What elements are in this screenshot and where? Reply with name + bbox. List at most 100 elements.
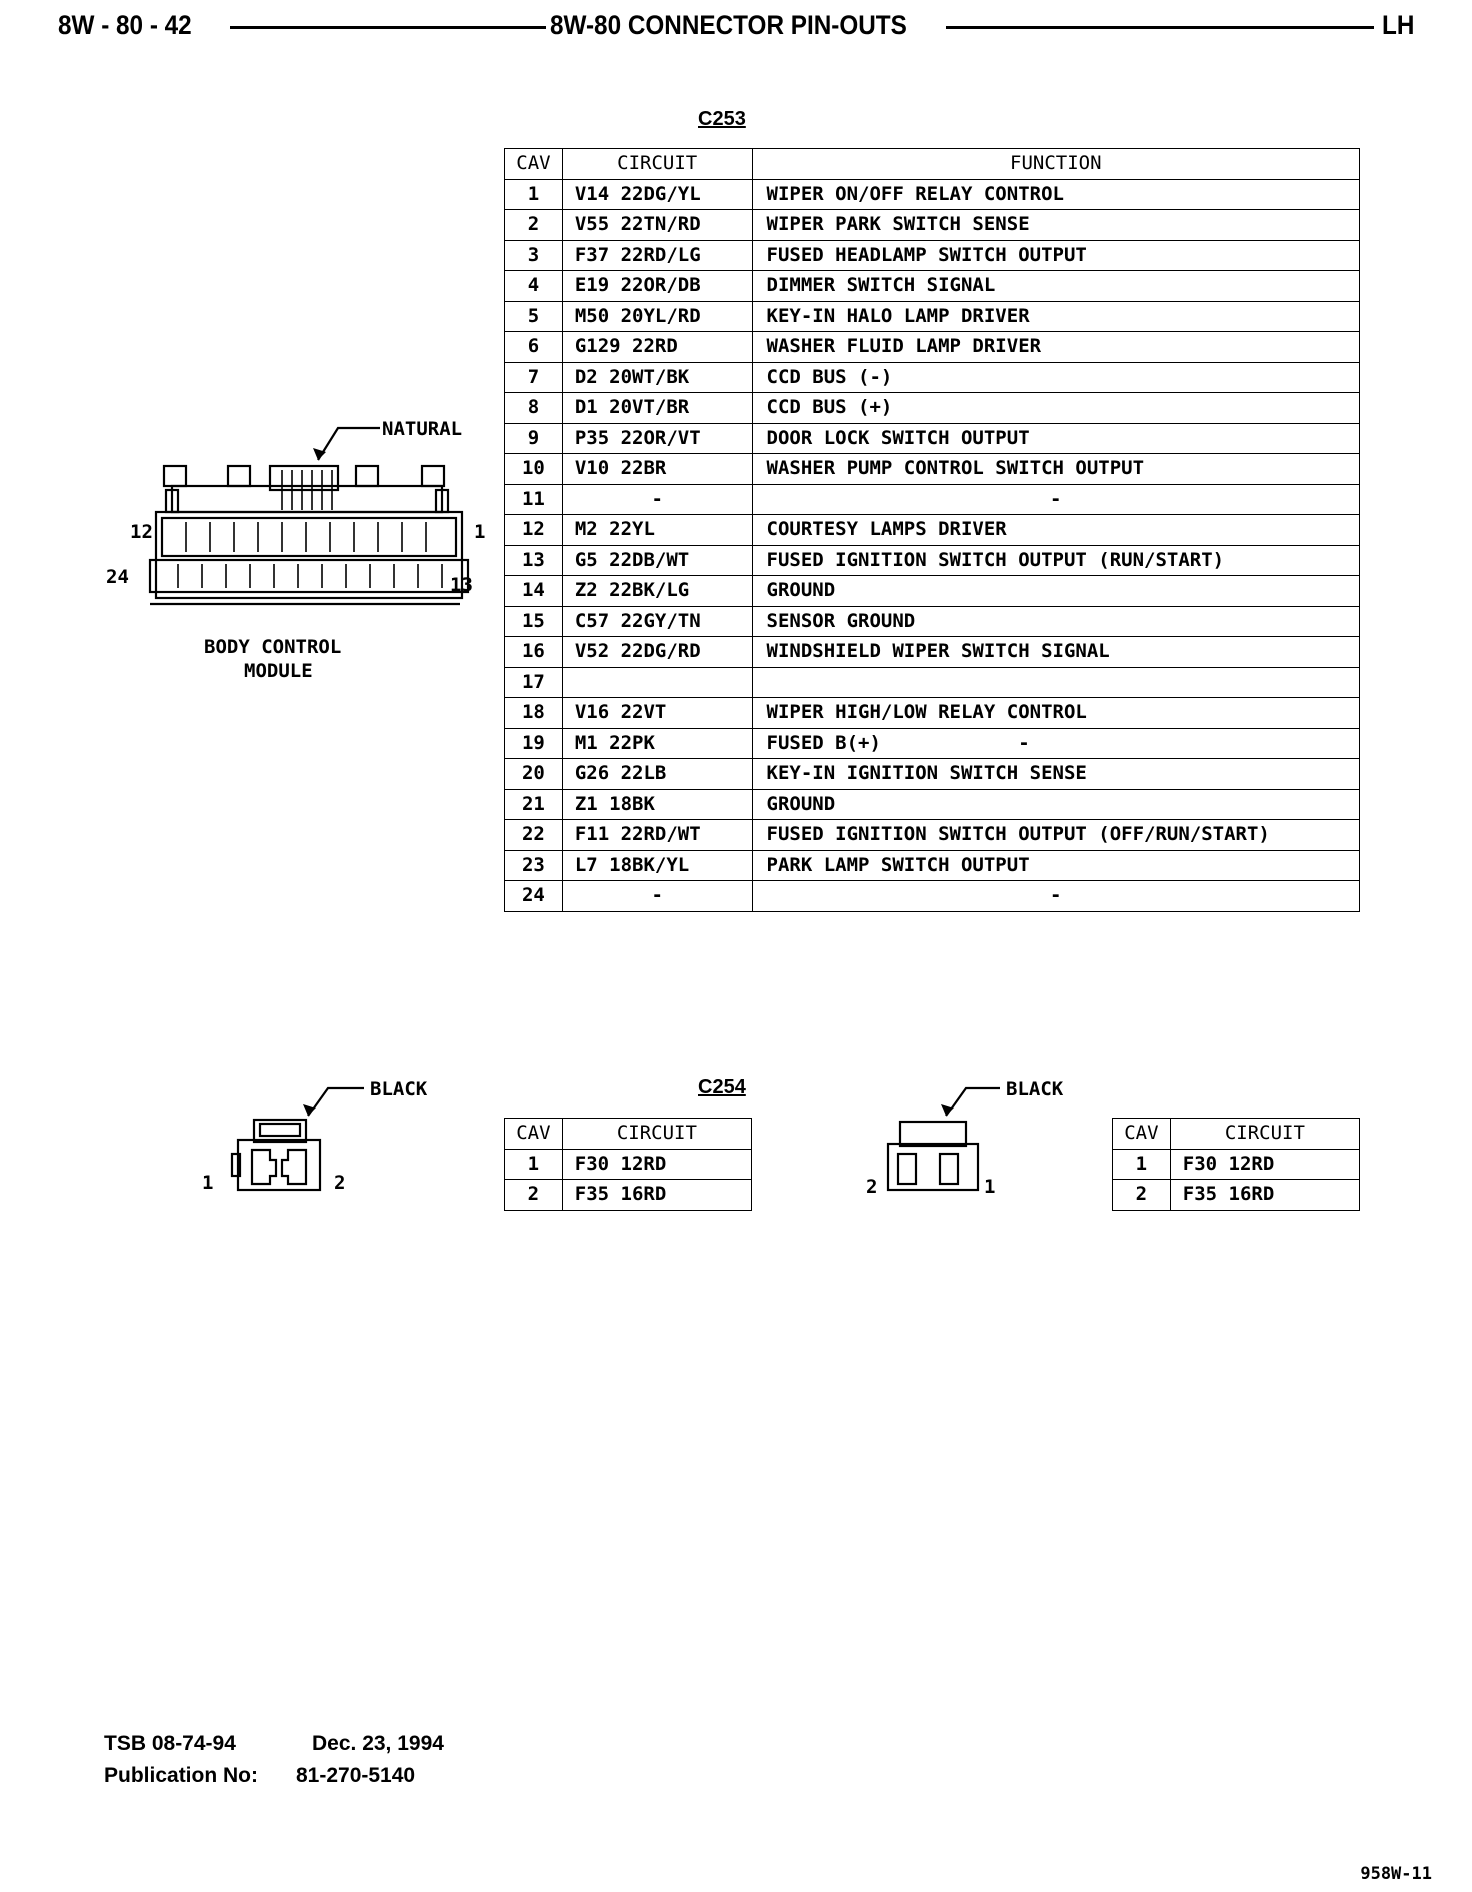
cav-cell: 24 — [504, 880, 563, 912]
function-cell: DOOR LOCK SWITCH OUTPUT — [751, 422, 1361, 454]
function-cell: FUSED IGNITION SWITCH OUTPUT (OFF/RUN/ST… — [751, 819, 1361, 851]
function-cell: COURTESY LAMPS DRIVER — [751, 514, 1361, 546]
natural-color-label: NATURAL — [382, 418, 463, 440]
cav-cell: 20 — [504, 758, 563, 790]
cav-cell: 6 — [504, 331, 563, 363]
col-header-cav: CAV — [1112, 1118, 1171, 1150]
function-cell: - — [751, 880, 1361, 912]
c254-left-pin-1-label: 1 — [202, 1172, 214, 1194]
cav-cell: 19 — [504, 727, 563, 759]
function-cell: KEY-IN IGNITION SWITCH SENSE — [751, 758, 1361, 790]
cav-cell: 1 — [1112, 1148, 1171, 1180]
table-row: 24-- — [504, 880, 1361, 912]
circuit-cell: M2 22YL — [561, 514, 753, 546]
circuit-cell: F30 12RD — [561, 1148, 753, 1180]
cav-cell: 9 — [504, 422, 563, 454]
cav-cell: 22 — [504, 819, 563, 851]
circuit-cell: V16 22VT — [561, 697, 753, 729]
circuit-cell: Z1 18BK — [561, 788, 753, 820]
header-rule-right — [946, 26, 1374, 29]
tsb-number: TSB 08-74-94 — [104, 1732, 236, 1755]
circuit-cell: D2 20WT/BK — [561, 361, 753, 393]
circuit-cell: V55 22TN/RD — [561, 209, 753, 241]
header-section-number: 8W - 80 - 42 — [58, 10, 192, 40]
cav-cell: 12 — [504, 514, 563, 546]
function-cell: FUSED B(+) - — [751, 727, 1361, 759]
c254-right-color-label: BLACK — [1006, 1078, 1064, 1100]
cav-cell: 3 — [504, 239, 563, 271]
circuit-cell: G5 22DB/WT — [561, 544, 753, 576]
cav-cell: 2 — [504, 209, 563, 241]
header-side: LH — [1382, 10, 1415, 40]
header-rule-left — [230, 26, 546, 29]
cav-cell: 1 — [504, 178, 563, 210]
cav-cell: 4 — [504, 270, 563, 302]
circuit-cell: G129 22RD — [561, 331, 753, 363]
c254-left-color-label: BLACK — [370, 1078, 428, 1100]
cav-cell: 10 — [504, 453, 563, 485]
function-cell: CCD BUS (+) — [751, 392, 1361, 424]
cav-cell: 7 — [504, 361, 563, 393]
circuit-cell: F35 16RD — [1169, 1179, 1361, 1211]
header-title: 8W-80 CONNECTOR PIN-OUTS — [550, 10, 907, 40]
circuit-cell: L7 18BK/YL — [561, 849, 753, 881]
c254-right-pin-1-label: 1 — [984, 1176, 996, 1198]
cav-cell: 21 — [504, 788, 563, 820]
function-cell: SENSOR GROUND — [751, 605, 1361, 637]
cav-cell: 16 — [504, 636, 563, 668]
function-cell: WINDSHIELD WIPER SWITCH SIGNAL — [751, 636, 1361, 668]
bcm-pin-12-label: 12 — [130, 521, 153, 543]
circuit-cell: V14 22DG/YL — [561, 178, 753, 210]
function-cell: WIPER HIGH/LOW RELAY CONTROL — [751, 697, 1361, 729]
circuit-cell: F11 22RD/WT — [561, 819, 753, 851]
cav-cell: 18 — [504, 697, 563, 729]
circuit-cell: V10 22BR — [561, 453, 753, 485]
c254-title: C254 — [698, 1076, 746, 1098]
table-row: 11-- — [504, 483, 1361, 515]
function-cell: WASHER PUMP CONTROL SWITCH OUTPUT — [751, 453, 1361, 485]
bcm-caption-line2: MODULE — [244, 660, 313, 682]
circuit-cell: F35 16RD — [561, 1179, 753, 1211]
circuit-cell: V52 22DG/RD — [561, 636, 753, 668]
function-cell: WIPER ON/OFF RELAY CONTROL — [751, 178, 1361, 210]
function-cell: PARK LAMP SWITCH OUTPUT — [751, 849, 1361, 881]
bcm-caption-line1: BODY CONTROL — [204, 636, 342, 658]
circuit-cell: M50 20YL/RD — [561, 300, 753, 332]
col-header-circuit: CIRCUIT — [1169, 1118, 1361, 1150]
table-header-row: CAV CIRCUIT — [504, 1118, 753, 1150]
cav-cell: 17 — [504, 666, 563, 698]
function-cell: KEY-IN HALO LAMP DRIVER — [751, 300, 1361, 332]
col-header-circuit: CIRCUIT — [561, 148, 753, 180]
function-cell: GROUND — [751, 788, 1361, 820]
function-cell: GROUND — [751, 575, 1361, 607]
circuit-cell — [561, 666, 753, 698]
function-cell: DIMMER SWITCH SIGNAL — [751, 270, 1361, 302]
function-cell: CCD BUS (-) — [751, 361, 1361, 393]
circuit-cell: - — [561, 483, 753, 515]
col-header-cav: CAV — [504, 1118, 563, 1150]
cav-cell: 2 — [1112, 1179, 1171, 1211]
c254-right-connector-icon — [886, 1086, 1000, 1192]
cav-cell: 8 — [504, 392, 563, 424]
function-cell: - — [751, 483, 1361, 515]
